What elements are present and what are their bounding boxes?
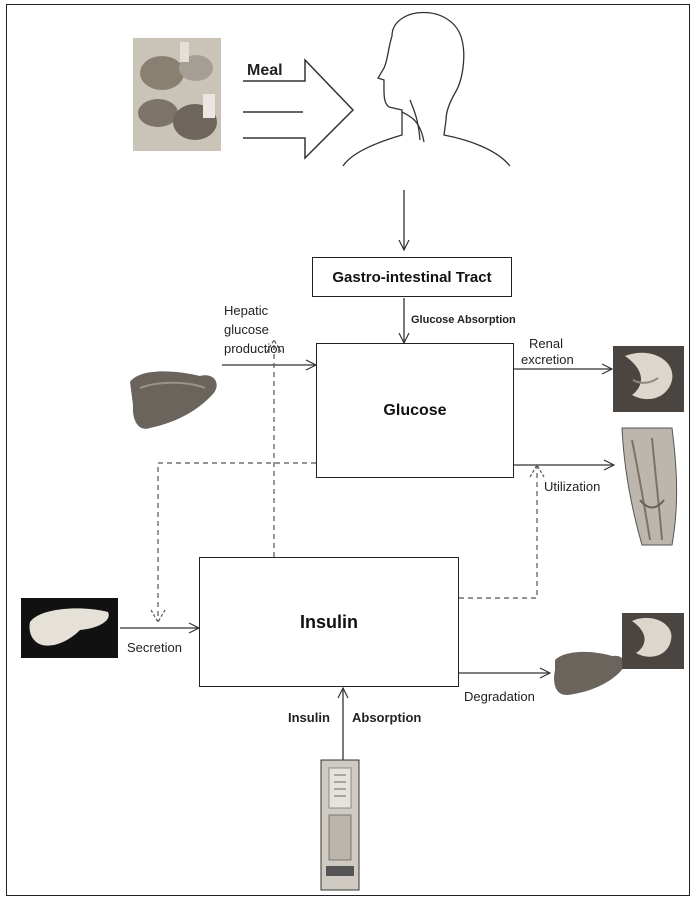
hepatic-label-3: production [224, 341, 285, 356]
gi-tract-label: Gastro-intestinal Tract [332, 269, 491, 286]
meal-image [133, 38, 221, 151]
gi-tract-box: Gastro-intestinal Tract [312, 257, 512, 297]
kidney-image-2 [622, 613, 684, 669]
secretion-label: Secretion [127, 640, 182, 655]
glucose-label: Glucose [383, 402, 446, 420]
renal-label-2: excretion [521, 352, 574, 367]
insulin-absorption-label-b: Absorption [352, 710, 421, 725]
insulin-label: Insulin [300, 612, 358, 633]
insulin-absorption-label-a: Insulin [288, 710, 330, 725]
kidney-image [613, 346, 684, 412]
utilization-label: Utilization [544, 479, 600, 494]
insulin-box: Insulin [199, 557, 459, 687]
liver-image [130, 371, 217, 428]
renal-label-1: Renal [529, 336, 563, 351]
person-icon [343, 13, 510, 167]
liver-image-2 [554, 652, 624, 695]
glucose-box: Glucose [316, 343, 514, 478]
muscle-image [622, 428, 677, 545]
meal-label: Meal [247, 62, 283, 80]
pancreas-image [21, 598, 118, 658]
insulin-pen-image [321, 760, 359, 890]
hepatic-label-1: Hepatic [224, 303, 268, 318]
hepatic-label-2: glucose [224, 322, 269, 337]
degradation-label: Degradation [464, 689, 535, 704]
glucose-absorption-label: Glucose Absorption [411, 314, 516, 326]
